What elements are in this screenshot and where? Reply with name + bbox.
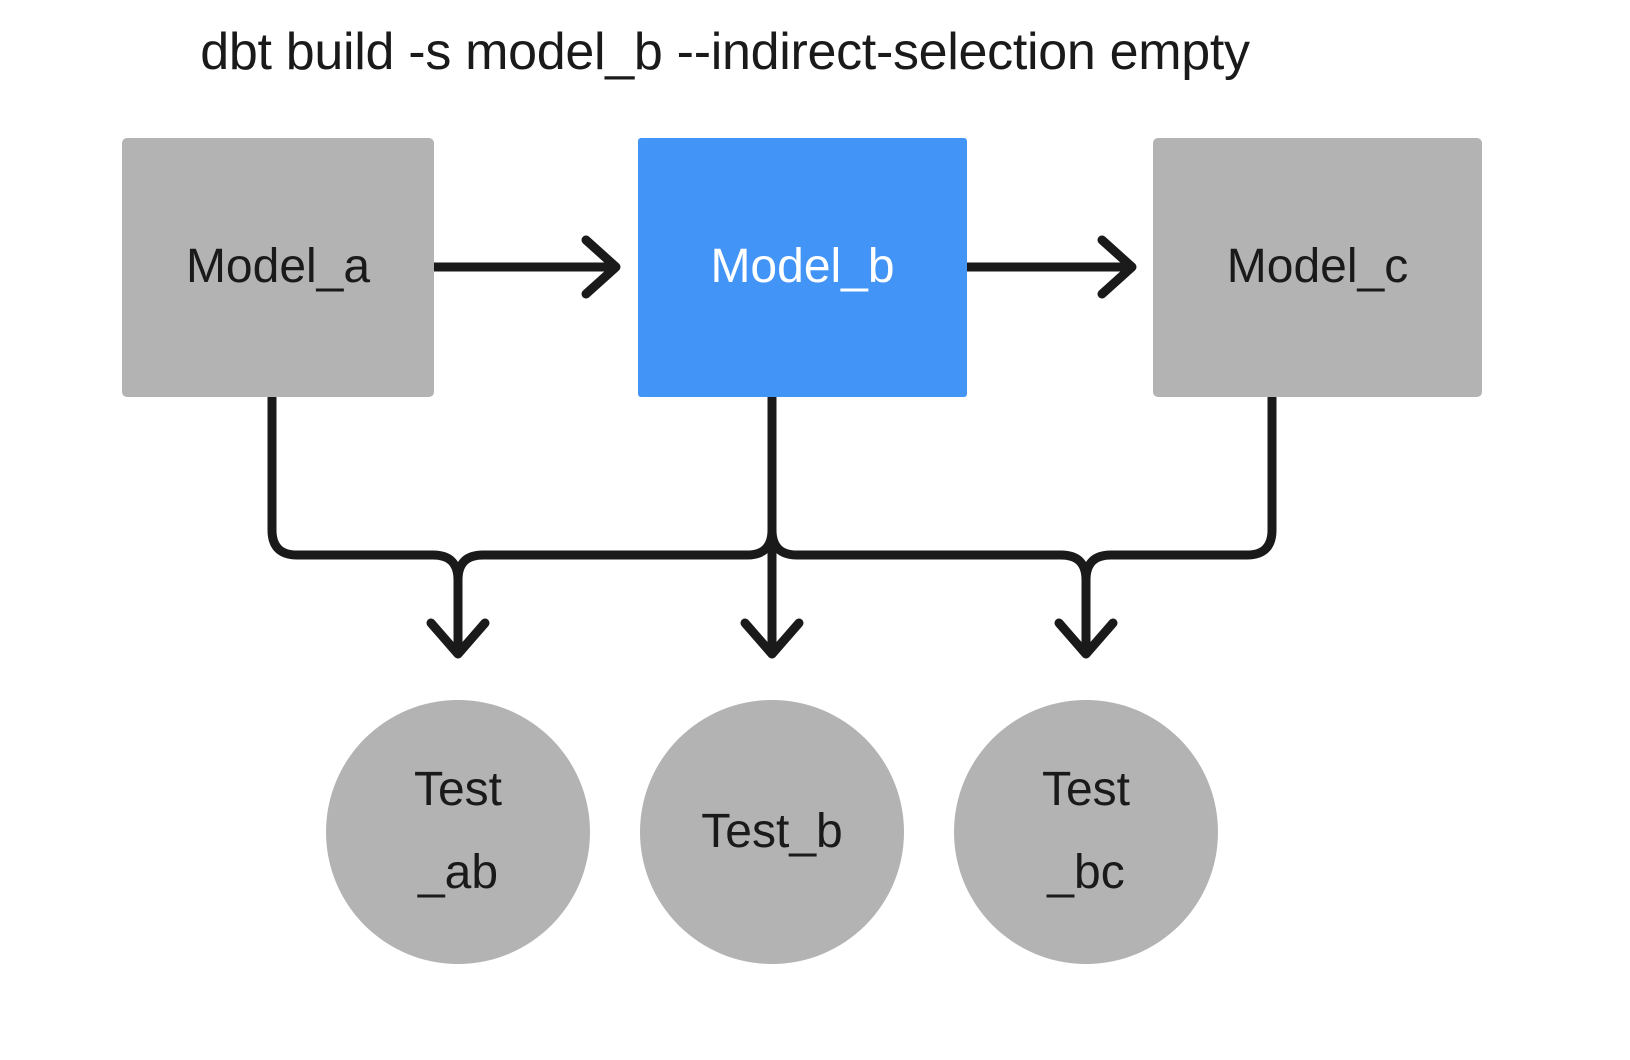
edge-model-b-to-test-bc — [767, 397, 1091, 648]
edge-model-a-to-test-ab — [267, 397, 463, 648]
edge-model-b-to-test-ab — [453, 397, 777, 648]
arrowhead-test-bc — [1054, 618, 1118, 659]
arrowhead-test-ab — [426, 618, 490, 659]
node-model-a-label: Model_a — [185, 240, 371, 294]
node-test-b[interactable]: Test_b — [640, 700, 904, 964]
edge-model-b-to-model-c — [967, 235, 1137, 299]
node-model-c-label: Model_c — [1226, 240, 1409, 294]
node-model-a[interactable]: Model_a — [122, 138, 434, 397]
node-test-bc-label: Test _bc — [1041, 763, 1131, 899]
edge-model-a-to-model-b — [434, 235, 621, 299]
node-test-b-label: Test_b — [701, 804, 843, 858]
node-model-b[interactable]: Model_b — [638, 138, 967, 397]
diagram-title: dbt build -s model_b --indirect-selectio… — [200, 23, 1250, 81]
node-model-c[interactable]: Model_c — [1153, 138, 1482, 397]
node-test-ab-label: Test _ab — [413, 763, 503, 899]
edge-model-c-to-test-bc — [1081, 397, 1277, 648]
arrowhead-test-b — [740, 618, 804, 659]
node-model-b-label: Model_b — [710, 240, 895, 294]
node-test-ab[interactable]: Test _ab — [326, 700, 590, 964]
node-test-bc[interactable]: Test _bc — [954, 700, 1218, 964]
